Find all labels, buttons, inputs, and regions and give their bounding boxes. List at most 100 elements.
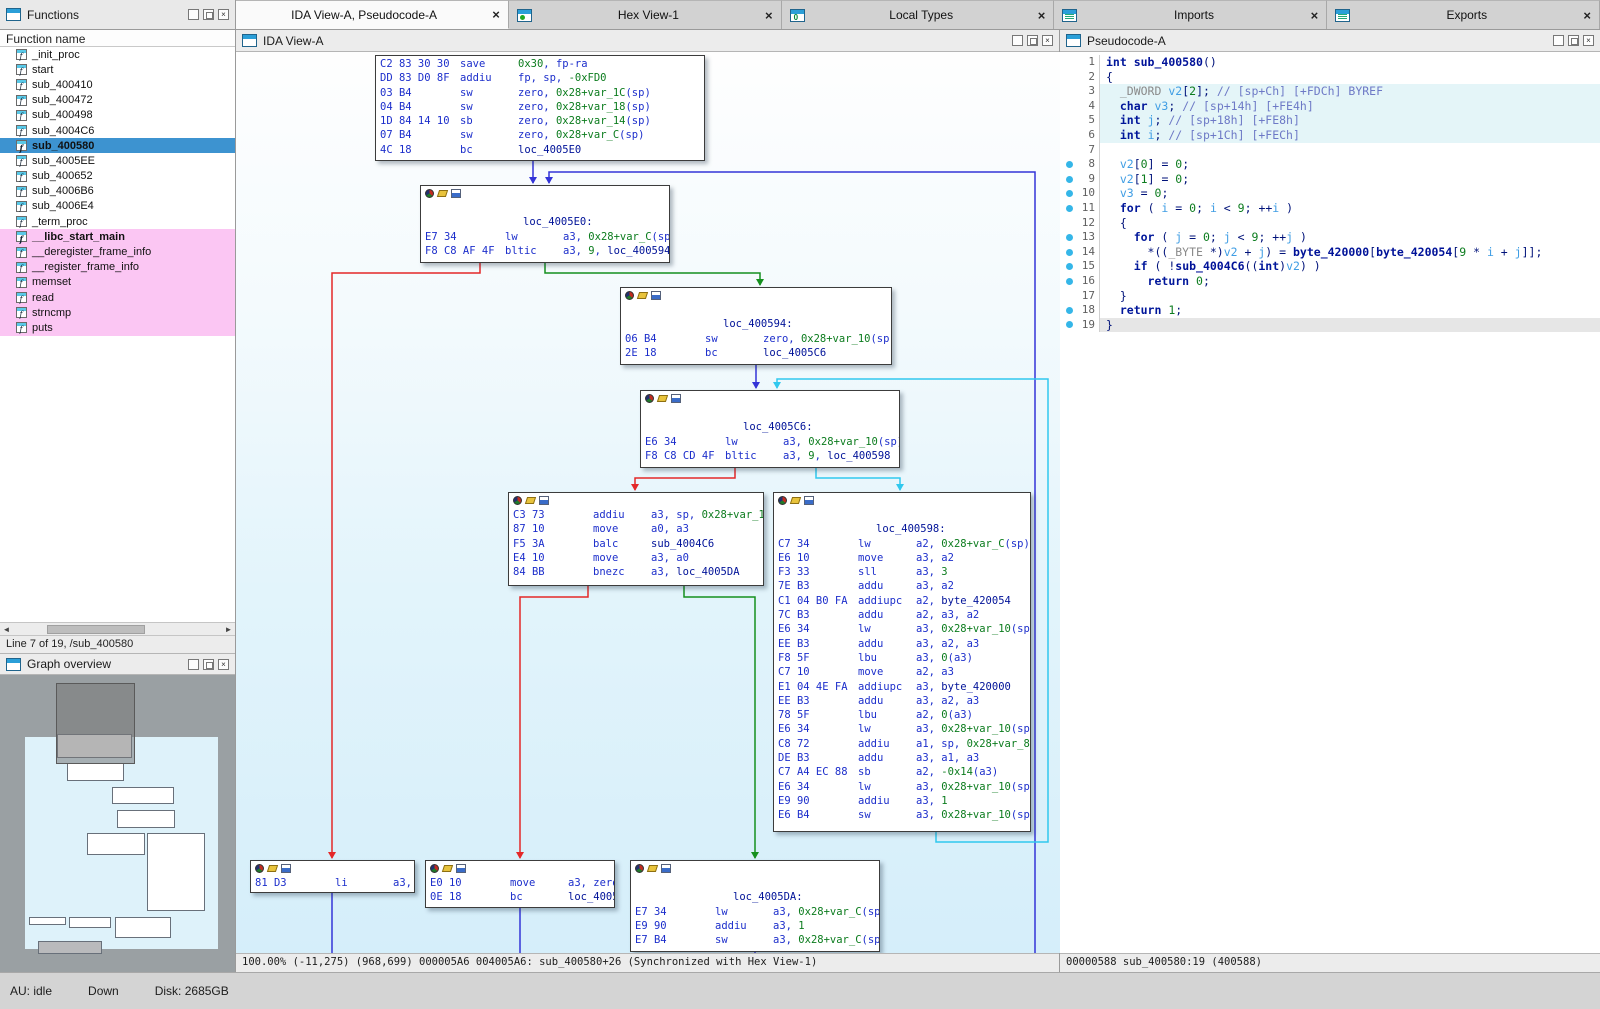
function-row-_term_proc[interactable]: _term_proc	[0, 214, 235, 229]
pseudocode-line-8[interactable]: 8 v2[0] = 0;	[1060, 157, 1600, 172]
pseudocode-line-2[interactable]: 2{	[1060, 70, 1600, 85]
function-row-sub_400498[interactable]: sub_400498	[0, 108, 235, 123]
pseudocode-line-7[interactable]: 7	[1060, 143, 1600, 158]
tab-local-types[interactable]: Local Types×	[782, 0, 1055, 29]
pseudocode-line-4[interactable]: 4 char v3; // [sp+14h] [+FE4h]	[1060, 99, 1600, 114]
pseudocode-line-18[interactable]: 18 return 1;	[1060, 303, 1600, 318]
basic-block-ret_one[interactable]: 81 D3lia3, 1	[250, 860, 415, 893]
tab-close-icon[interactable]: ×	[492, 7, 500, 22]
group-color-icon[interactable]	[635, 864, 644, 873]
function-row-strncmp[interactable]: strncmp	[0, 305, 235, 320]
chart-icon[interactable]	[651, 291, 661, 300]
pseudocode-editor[interactable]: 1int sub_400580()2{3 _DWORD v2[2]; // [s…	[1060, 52, 1600, 953]
basic-block-loc_4005C6[interactable]: loc_4005C6:E6 34lwa3, 0x28+var_10(sp)F8 …	[640, 390, 900, 468]
close-icon[interactable]: ×	[1583, 35, 1594, 46]
pseudocode-line-15[interactable]: 15 if ( !sub_4004C6((int)v2) )	[1060, 259, 1600, 274]
function-row-__deregister_frame_info[interactable]: __deregister_frame_info	[0, 244, 235, 259]
basic-block-entry[interactable]: C2 83 30 30save0x30, fp-raDD 83 D0 8Fadd…	[375, 55, 705, 161]
pseudocode-line-10[interactable]: 10 v3 = 0;	[1060, 186, 1600, 201]
scrollbar-thumb[interactable]	[47, 625, 145, 634]
function-row-_init_proc[interactable]: _init_proc	[0, 47, 235, 62]
basic-block-call_block[interactable]: C3 73addiua3, sp, 0x28+var_1C87 10movea0…	[508, 492, 764, 586]
restore-icon[interactable]	[203, 9, 214, 20]
graph-overview-minimap[interactable]	[0, 675, 235, 972]
close-icon[interactable]: ×	[1042, 35, 1053, 46]
function-row-sub_400652[interactable]: sub_400652	[0, 169, 235, 184]
pseudocode-line-13[interactable]: 13 for ( j = 0; j < 9; ++j )	[1060, 230, 1600, 245]
pseudocode-line-5[interactable]: 5 int j; // [sp+18h] [+FE8h]	[1060, 113, 1600, 128]
maximize-icon[interactable]	[1553, 35, 1564, 46]
maximize-icon[interactable]	[188, 659, 199, 670]
group-color-icon[interactable]	[778, 496, 787, 505]
pseudocode-line-12[interactable]: 12 {	[1060, 216, 1600, 231]
functions-horizontal-scrollbar[interactable]: ◄ ►	[0, 622, 235, 635]
pseudocode-line-1[interactable]: 1int sub_400580()	[1060, 55, 1600, 70]
scroll-right-icon[interactable]: ►	[222, 623, 235, 636]
function-row-start[interactable]: start	[0, 62, 235, 77]
edit-comment-icon[interactable]	[790, 497, 801, 504]
pseudocode-line-6[interactable]: 6 int i; // [sp+1Ch] [+FECh]	[1060, 128, 1600, 143]
function-row-__register_frame_info[interactable]: __register_frame_info	[0, 260, 235, 275]
tab-hex-view-1[interactable]: Hex View-1×	[509, 0, 782, 29]
chart-icon[interactable]	[804, 496, 814, 505]
chart-icon[interactable]	[451, 189, 461, 198]
basic-block-loc_4005E0[interactable]: loc_4005E0:E7 34lwa3, 0x28+var_C(sp)F8 C…	[420, 185, 670, 263]
function-row-sub_4006E4[interactable]: sub_4006E4	[0, 199, 235, 214]
function-row-memset[interactable]: memset	[0, 275, 235, 290]
function-row-sub_4006B6[interactable]: sub_4006B6	[0, 184, 235, 199]
minimap-viewport[interactable]	[56, 683, 135, 764]
tab-exports[interactable]: Exports×	[1327, 0, 1600, 29]
group-color-icon[interactable]	[255, 864, 264, 873]
basic-block-loc_400598[interactable]: loc_400598:C7 34lwa2, 0x28+var_C(sp)E6 1…	[773, 492, 1031, 832]
basic-block-loc_400594[interactable]: loc_400594:06 B4swzero, 0x28+var_10(sp)2…	[620, 287, 892, 365]
edit-comment-icon[interactable]	[437, 190, 448, 197]
close-icon[interactable]: ×	[218, 659, 229, 670]
function-row-__libc_start_main[interactable]: __libc_start_main	[0, 229, 235, 244]
tab-close-icon[interactable]: ×	[1311, 8, 1319, 23]
function-row-sub_400580[interactable]: sub_400580	[0, 138, 235, 153]
function-row-sub_400410[interactable]: sub_400410	[0, 77, 235, 92]
graph-view-canvas[interactable]: C2 83 30 30save0x30, fp-raDD 83 D0 8Fadd…	[236, 52, 1060, 953]
maximize-icon[interactable]	[1012, 35, 1023, 46]
maximize-icon[interactable]	[188, 9, 199, 20]
chart-icon[interactable]	[671, 394, 681, 403]
edit-comment-icon[interactable]	[267, 865, 278, 872]
function-row-sub_400472[interactable]: sub_400472	[0, 93, 235, 108]
function-row-sub_4004C6[interactable]: sub_4004C6	[0, 123, 235, 138]
group-color-icon[interactable]	[425, 189, 434, 198]
edit-comment-icon[interactable]	[525, 497, 536, 504]
edit-comment-icon[interactable]	[647, 865, 658, 872]
pseudocode-line-11[interactable]: 11 for ( i = 0; i < 9; ++i )	[1060, 201, 1600, 216]
tab-close-icon[interactable]: ×	[1038, 8, 1046, 23]
tab-close-icon[interactable]: ×	[765, 8, 773, 23]
group-color-icon[interactable]	[430, 864, 439, 873]
function-name-column-header[interactable]: Function name	[0, 30, 235, 47]
restore-icon[interactable]	[1568, 35, 1579, 46]
chart-icon[interactable]	[456, 864, 466, 873]
basic-block-ret_zero[interactable]: E0 10movea3, zero0E 18bcloc_4005E8	[425, 860, 615, 908]
group-color-icon[interactable]	[513, 496, 522, 505]
chart-icon[interactable]	[281, 864, 291, 873]
chart-icon[interactable]	[661, 864, 671, 873]
pseudocode-line-16[interactable]: 16 return 0;	[1060, 274, 1600, 289]
function-row-sub_4005EE[interactable]: sub_4005EE	[0, 153, 235, 168]
pseudocode-line-3[interactable]: 3 _DWORD v2[2]; // [sp+Ch] [+FDCh] BYREF	[1060, 84, 1600, 99]
edit-comment-icon[interactable]	[442, 865, 453, 872]
basic-block-loc_4005DA[interactable]: loc_4005DA:E7 34lwa3, 0x28+var_C(sp)E9 9…	[630, 860, 880, 952]
edit-comment-icon[interactable]	[657, 395, 668, 402]
edit-comment-icon[interactable]	[637, 292, 648, 299]
function-row-read[interactable]: read	[0, 290, 235, 305]
pseudocode-line-19[interactable]: 19}	[1060, 318, 1600, 333]
tab-ida-view-a-pseudocode-a[interactable]: IDA View-A, Pseudocode-A×	[236, 0, 509, 29]
restore-icon[interactable]	[203, 659, 214, 670]
group-color-icon[interactable]	[625, 291, 634, 300]
pseudocode-line-17[interactable]: 17 }	[1060, 289, 1600, 304]
pseudocode-line-14[interactable]: 14 *((_BYTE *)v2 + j) = byte_420000[byte…	[1060, 245, 1600, 260]
scroll-left-icon[interactable]: ◄	[0, 623, 13, 636]
tab-close-icon[interactable]: ×	[1583, 8, 1591, 23]
function-row-puts[interactable]: puts	[0, 320, 235, 335]
restore-icon[interactable]	[1027, 35, 1038, 46]
chart-icon[interactable]	[539, 496, 549, 505]
tab-imports[interactable]: Imports×	[1054, 0, 1327, 29]
pseudocode-line-9[interactable]: 9 v2[1] = 0;	[1060, 172, 1600, 187]
